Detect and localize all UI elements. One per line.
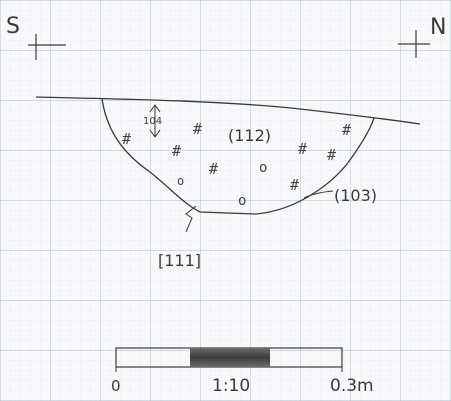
scale-end-label: 0.3m — [330, 376, 374, 396]
hash-symbol: # — [209, 160, 218, 178]
sample-label: 104 — [143, 116, 162, 127]
context-103-pointer — [303, 190, 334, 199]
fill-context-label: (112) — [228, 126, 271, 145]
scale-bar — [115, 347, 343, 372]
stone-symbol: o — [177, 174, 184, 188]
hash-symbol: # — [193, 120, 202, 138]
hash-symbol: # — [122, 130, 131, 148]
hash-symbol: # — [172, 142, 181, 160]
stone-symbol: o — [238, 193, 246, 209]
north-label: N — [430, 15, 446, 40]
sample-arrow — [149, 104, 161, 138]
hash-symbol: # — [298, 140, 307, 158]
cut-number-label: [111] — [158, 251, 201, 270]
hash-symbol: # — [327, 146, 336, 164]
hash-symbol: # — [290, 176, 299, 194]
north-marker — [398, 30, 430, 58]
cut-profile — [101, 98, 375, 215]
ground-surface-line — [35, 96, 421, 125]
cut-context-label: (103) — [334, 186, 377, 205]
scale-start-label: 0 — [111, 377, 121, 395]
south-marker — [28, 34, 66, 60]
scale-ratio-label: 1:10 — [212, 376, 250, 396]
south-label: S — [6, 14, 20, 39]
stone-symbol: o — [259, 160, 267, 176]
cut-pointer — [185, 205, 197, 233]
hash-symbol: # — [342, 121, 351, 139]
